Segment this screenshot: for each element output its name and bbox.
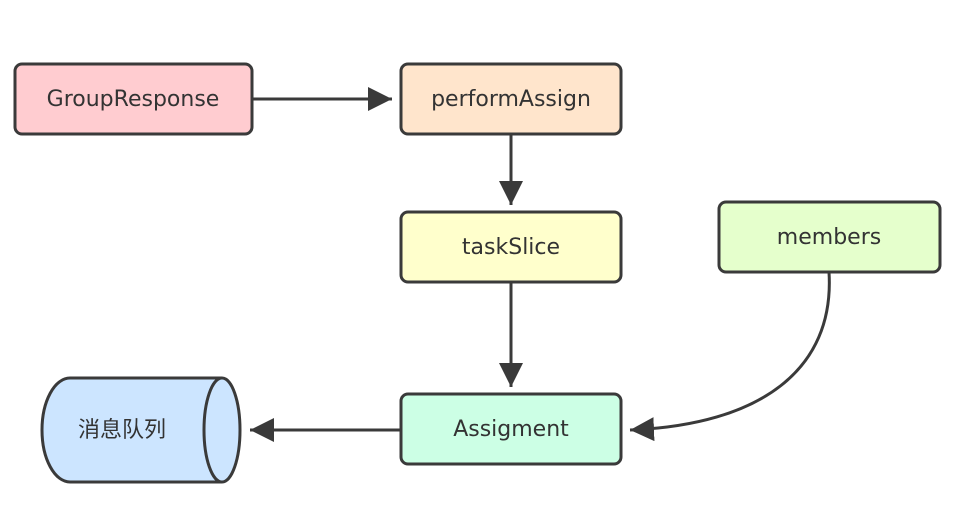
node-members: members bbox=[717, 200, 942, 274]
node-perform-assign-box bbox=[399, 62, 623, 136]
node-group-response: GroupResponse bbox=[13, 62, 254, 136]
node-message-queue-cap bbox=[202, 376, 223, 484]
node-task-slice: taskSlice bbox=[399, 210, 623, 284]
node-message-queue: 消息队列 bbox=[40, 376, 242, 484]
node-perform-assign: performAssign bbox=[399, 62, 623, 136]
node-members-box bbox=[717, 200, 942, 274]
node-group-response-box bbox=[13, 62, 254, 136]
node-group-response-label: GroupResponse bbox=[47, 87, 220, 112]
node-assigment-label: Assigment bbox=[453, 417, 569, 442]
node-assigment-box bbox=[399, 392, 623, 466]
node-message-queue-label: 消息队列 bbox=[78, 418, 166, 443]
node-task-slice-box bbox=[399, 210, 623, 284]
node-perform-assign-label: performAssign bbox=[431, 87, 591, 112]
edge-members-to-assigment bbox=[629, 271, 831, 442]
node-assigment: Assigment bbox=[399, 392, 623, 466]
node-task-slice-label: taskSlice bbox=[462, 235, 560, 260]
node-members-label: members bbox=[777, 225, 881, 250]
